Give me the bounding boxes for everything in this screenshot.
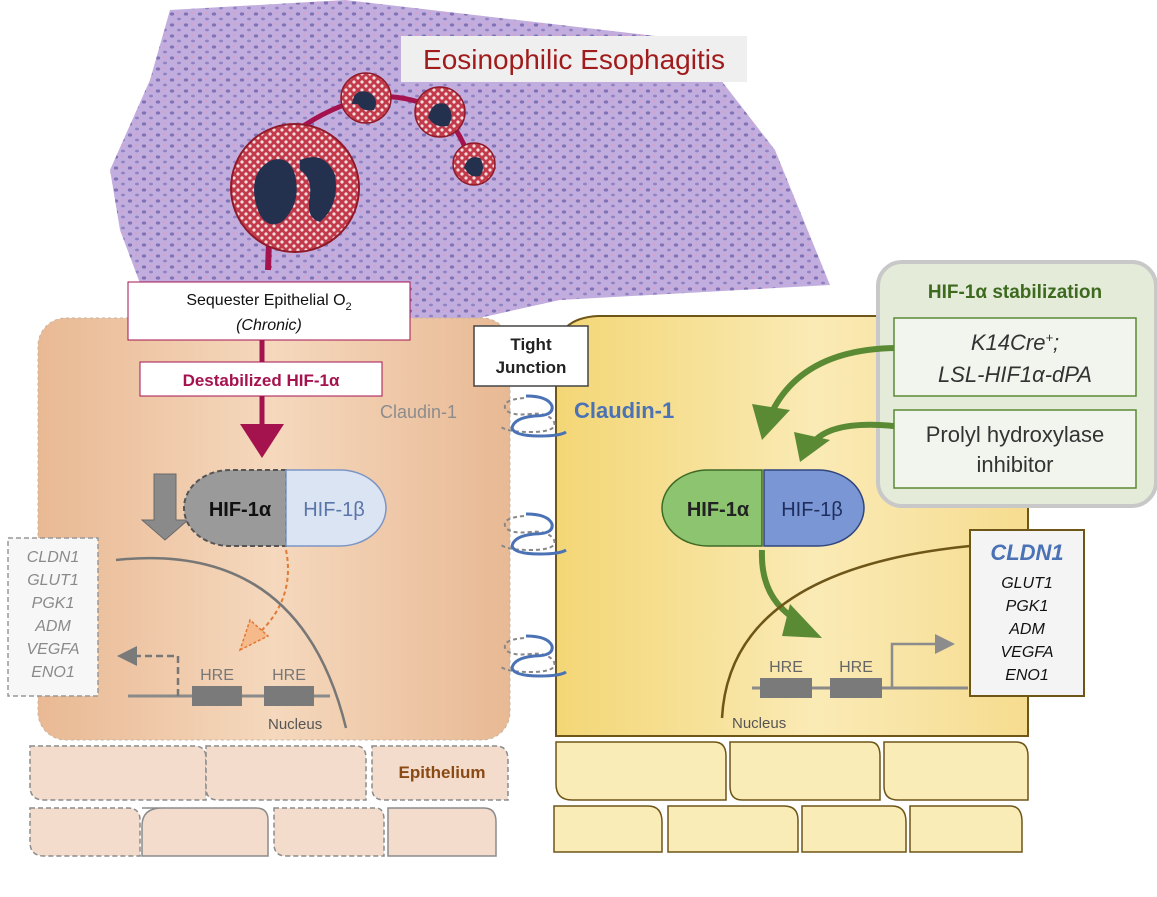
- right-epithelium-cells: [553, 741, 1029, 853]
- left-gene-item: PGK1: [32, 595, 75, 612]
- phd-inhibitor-line1: Prolyl hydroxylase: [926, 422, 1105, 447]
- left-hre-block-2: [264, 686, 314, 706]
- left-gene-item: VEGFA: [26, 641, 79, 658]
- claudin-junction-middle: [499, 512, 567, 556]
- eosinophil-icons: [230, 72, 496, 271]
- left-hre-2: HRE: [272, 667, 306, 684]
- right-gene-item: PGK1: [1006, 598, 1049, 615]
- left-gene-list: CLDN1 GLUT1 PGK1 ADM VEGFA ENO1: [26, 549, 79, 681]
- left-epithelium-cells: [29, 745, 509, 857]
- left-claudin-label: Claudin-1: [380, 402, 457, 422]
- left-dashed-arrow-head: [238, 618, 270, 652]
- epithelium-label: Epithelium: [399, 763, 486, 782]
- right-claudin-label: Claudin-1: [574, 398, 674, 423]
- k14cre-line1: K14Cre+;: [971, 330, 1059, 355]
- right-hre-block-1: [760, 678, 812, 698]
- right-gene-item: VEGFA: [1000, 644, 1053, 661]
- claudin-junction-top: [499, 394, 567, 438]
- right-nucleus-boundary: [720, 544, 971, 719]
- right-gene-item: GLUT1: [1001, 575, 1053, 592]
- sequester-text: Sequester Epithelial O2: [186, 292, 351, 313]
- left-hif-alpha: HIF-1α: [209, 499, 272, 521]
- title-box: [401, 36, 747, 82]
- phd-inhibitor-line2: inhibitor: [976, 452, 1053, 477]
- left-epithelium-solid-cells: [141, 807, 497, 857]
- tight-junction-box: [473, 325, 589, 387]
- right-hif-beta: HIF-1β: [781, 499, 843, 521]
- right-hif-alpha: HIF-1α: [687, 499, 750, 521]
- left-nucleus-boundary: [115, 556, 348, 729]
- left-gene-item: ADM: [34, 618, 71, 635]
- left-hre-1: HRE: [200, 667, 234, 684]
- left-hre-block-1: [192, 686, 242, 706]
- left-hif-beta-shape: [285, 469, 387, 547]
- left-hif-beta: HIF-1β: [303, 499, 365, 521]
- left-hif-alpha-shape: [183, 469, 287, 547]
- left-gene-item: CLDN1: [27, 549, 79, 566]
- right-hre-1: HRE: [769, 659, 803, 676]
- left-gene-item: ENO1: [31, 664, 75, 681]
- decrease-arrow: [140, 473, 190, 541]
- stabilization-arrow-1: [767, 345, 895, 418]
- right-hre-2: HRE: [839, 659, 873, 676]
- left-nucleus-label: Nucleus: [268, 716, 322, 733]
- right-gene-highlight: CLDN1: [990, 540, 1063, 565]
- right-transcription-arrow: [890, 634, 955, 688]
- right-hif-beta-shape: [763, 469, 865, 547]
- k14cre-line2: LSL-HIF1α-dPA: [938, 362, 1092, 387]
- destabilized-label: Destabilized HIF-1α: [183, 371, 340, 390]
- left-dashed-arrow: [255, 549, 289, 637]
- left-transcription-arrow: [117, 646, 180, 696]
- right-hif-alpha-shape: [661, 469, 763, 547]
- right-nucleus-label: Nucleus: [732, 715, 786, 732]
- stabilization-arrow-1-head: [752, 404, 790, 440]
- stabilization-arrow-2-head: [794, 432, 830, 462]
- title: Eosinophilic Esophagitis: [423, 44, 725, 75]
- tight-junction-line2: Junction: [496, 358, 567, 377]
- right-gene-item: ENO1: [1005, 667, 1049, 684]
- claudin-junction-bottom: [499, 634, 567, 678]
- right-gene-item: ADM: [1008, 621, 1045, 638]
- right-hre-block-2: [830, 678, 882, 698]
- right-gene-list: GLUT1 PGK1 ADM VEGFA ENO1: [1000, 575, 1053, 684]
- destabilize-arrow-head: [240, 424, 284, 458]
- phd-inhibitor-box: [893, 409, 1137, 489]
- k14cre-box: [893, 317, 1137, 397]
- left-gene-box: [7, 537, 99, 697]
- stabilization-title: HIF-1α stabilization: [928, 282, 1102, 303]
- right-transactivation-arrow-head: [782, 604, 822, 638]
- sequester-chronic: (Chronic): [236, 317, 302, 334]
- sequester-box: [127, 281, 411, 341]
- destabilized-box: [139, 361, 383, 397]
- tight-junction-line1: Tight: [510, 335, 552, 354]
- left-gene-item: GLUT1: [27, 572, 79, 589]
- right-gene-box: [969, 529, 1085, 697]
